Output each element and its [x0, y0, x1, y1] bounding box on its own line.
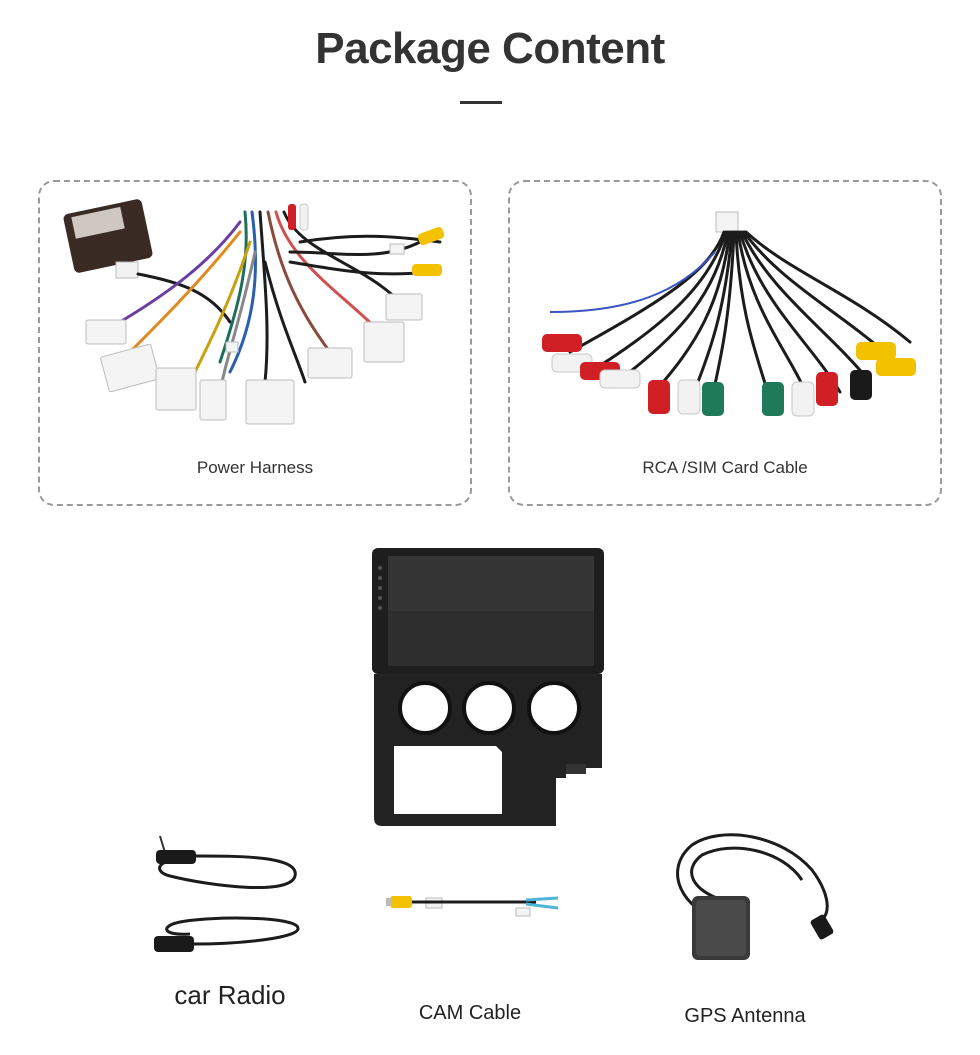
cam-cable-image — [386, 896, 559, 917]
rca-sim-card-cable-label: RCA /SIM Card Cable — [642, 458, 808, 477]
rca-sim-card-cable-card: RCA /SIM Card Cable — [508, 180, 942, 506]
car-radio-label: car Radio — [174, 980, 286, 1010]
gps-antenna-label: GPS Antenna — [684, 1005, 806, 1027]
harness-connectors — [85, 293, 423, 425]
power-harness-image — [63, 199, 445, 425]
page-title: Package Content — [315, 24, 665, 73]
rca-plugs — [542, 334, 916, 417]
power-harness-card: Power Harness — [38, 180, 472, 506]
car-radio-unit-image — [372, 548, 604, 826]
rca-sim-cable-image — [542, 211, 916, 417]
cam-cable-label: CAM Cable — [418, 1002, 522, 1024]
usb-cables-image — [154, 835, 300, 952]
title-underline — [460, 101, 502, 104]
power-harness-label: Power Harness — [196, 458, 314, 477]
gps-antenna-image — [676, 833, 834, 960]
can-box — [63, 199, 153, 279]
